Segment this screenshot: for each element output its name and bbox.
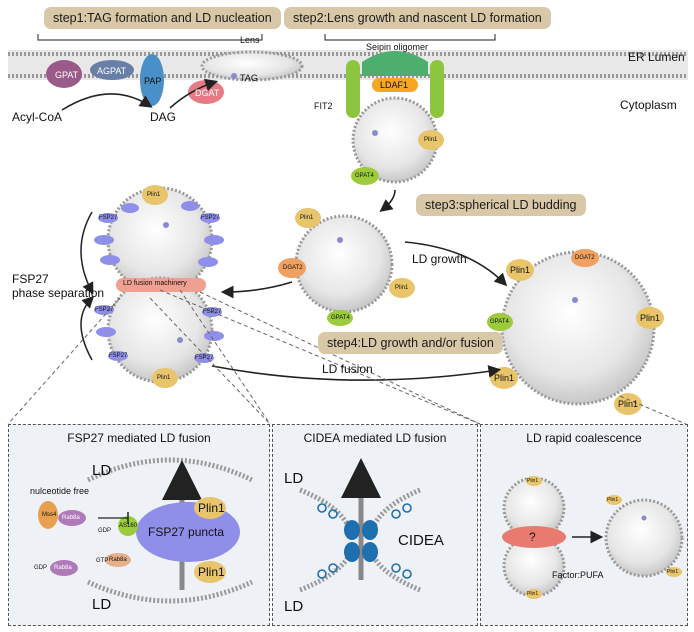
plin1-label-s3: Plin1 [300, 215, 314, 221]
dgat-label: DGAT [195, 88, 220, 98]
gpat-label: GPAT [55, 70, 79, 80]
fusion-machinery-label: LD fusion machinery [123, 280, 187, 287]
plin1-label-fuse2: Plin1 [157, 375, 171, 381]
plin1-label-nascent: Plin1 [424, 137, 438, 143]
panel2-ld-top: LD [284, 470, 304, 487]
agpat-enzyme [90, 60, 134, 80]
rab8a-label-1: Rab8a [62, 515, 80, 521]
panel3-plin1-1: Plin1 [527, 478, 539, 484]
gpat-enzyme [46, 60, 82, 88]
fusion-machinery [116, 278, 206, 292]
rab8a-label-2: Rab8a [54, 565, 72, 571]
dgat2-label-big: DGAT2 [575, 255, 595, 261]
fsp27-phase-label: FSP27 phase separation [12, 272, 105, 300]
step3-label: step3:spherical LD budding [416, 194, 586, 216]
fsp27-label-6: FSP27 [195, 355, 214, 361]
budding-ld [278, 208, 415, 326]
plin1-label-fuse1: Plin1 [147, 192, 161, 198]
ld-growth-label: LD growth [412, 252, 467, 266]
step4-label: step4:LD growth and/or fusion [318, 332, 503, 354]
plin1-label-big1: Plin1 [510, 265, 531, 275]
panel1-plin1-bottom: Plin1 [198, 565, 225, 579]
panel1-ld-bottom: LD [92, 596, 112, 613]
seipin-label: Seipin oligomer [366, 42, 429, 52]
fsp27-label-1: FSP27 [99, 215, 118, 221]
mss4-label: Mss4 [42, 512, 57, 518]
fsp27-label-3: FSP27 [95, 307, 114, 313]
panel2-graphic [299, 458, 421, 593]
gpat4-label-big: GPAT4 [490, 319, 509, 325]
fsp27-puncta-label: FSP27 puncta [148, 525, 225, 539]
acyl-coa-label: Acyl-CoA [12, 110, 63, 124]
factor-label: Factor:PUFA [552, 570, 604, 580]
as160-label: AS160 [119, 523, 138, 529]
panel2-ld-bottom: LD [284, 598, 304, 615]
fusing-lds [94, 185, 224, 388]
gpat4-label-s3: GPAT4 [331, 315, 350, 321]
panel3-plin1-2: Plin1 [527, 591, 539, 597]
dag-label: DAG [150, 110, 177, 124]
plin1-label-s3b: Plin1 [395, 285, 409, 291]
ld-fusion-label: LD fusion [322, 362, 373, 376]
er-lumen-label: ER Lumen [628, 50, 685, 64]
plin1-label-big3: Plin1 [494, 373, 515, 383]
gdp-label-1: GDP [34, 565, 48, 571]
gpat4-label-nascent: GPAT4 [355, 173, 374, 179]
plin1-label-big4: Plin1 [618, 399, 639, 409]
panel1-plin1-top: Plin1 [198, 501, 225, 515]
ldaf1-label: LDAF1 [380, 80, 409, 90]
panel3-plin1-3: Plin1 [607, 497, 619, 503]
tag-label: TAG [240, 73, 258, 83]
seipin-complex [346, 51, 444, 185]
cytoplasm-label: Cytoplasm [620, 98, 677, 112]
fit2-label: FIT2 [314, 101, 333, 111]
plin1-label-big2: Plin1 [640, 313, 661, 323]
fsp27-label-5: FSP27 [109, 353, 128, 359]
panel3-plin1-4: Plin1 [667, 569, 679, 575]
lens-label: Lens [240, 35, 260, 45]
gdp-label-2: GDP [98, 528, 112, 534]
step2-label: step2:Lens growth and nascent LD formati… [284, 7, 551, 29]
panel1-graphic [38, 457, 254, 604]
pap-enzyme [140, 54, 164, 106]
rab8a-label-3: Rab8a [109, 557, 127, 563]
agpat-label: AGPAT [97, 66, 127, 76]
panel1-ld-top: LD [92, 462, 112, 479]
fsp27-label-4: FSP27 [203, 309, 222, 315]
pap-label: PAP [144, 76, 162, 86]
panel3-graphic [502, 476, 684, 599]
dgat2-label-s3: DGAT2 [283, 265, 303, 271]
nucleotide-free-label: nulceotide free [30, 486, 90, 496]
step1-label: step1:TAG formation and LD nucleation [44, 7, 281, 29]
fsp27-label-2: FSP27 [201, 215, 220, 221]
question-label: ? [529, 530, 536, 544]
gtp-label: GTP [96, 558, 109, 564]
cidea-label: CIDEA [398, 532, 444, 549]
